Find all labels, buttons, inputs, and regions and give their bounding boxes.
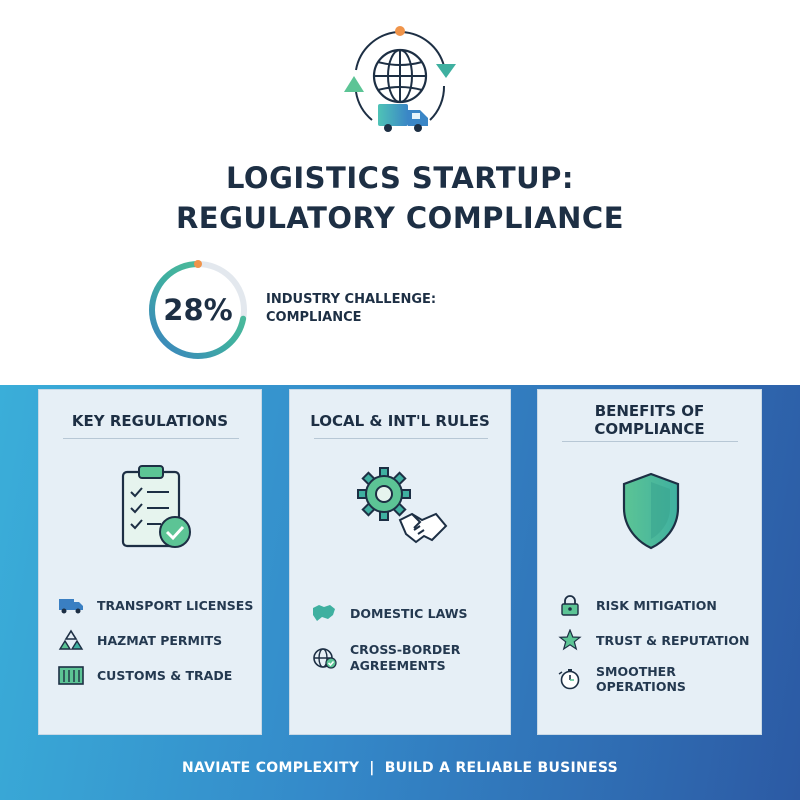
footer-separator: | — [369, 760, 375, 776]
list-item-risk: RISK MITIGATION — [556, 594, 717, 616]
list-item-operations: SMOOTHER OPERATIONS — [556, 664, 761, 694]
list-item-hazmat: HAZMAT PERMITS — [57, 629, 222, 651]
item-label: RISK MITIGATION — [596, 597, 717, 613]
card-divider — [63, 438, 239, 439]
globe-check-icon — [313, 648, 337, 669]
list-item-domestic: DOMESTIC LAWS — [310, 602, 468, 624]
item-label: TRANSPORT LICENSES — [97, 597, 254, 613]
title-line-2: REGULATORY COMPLIANCE — [175, 201, 625, 235]
card-benefits: BENEFITS OF COMPLIANCE RISK MITIGATION T… — [537, 389, 762, 735]
item-label-line-1: CROSS-BORDER — [350, 642, 461, 657]
header-section: LOGISTICS STARTUP: REGULATORY COMPLIANCE… — [0, 0, 800, 385]
item-label: HAZMAT PERMITS — [97, 632, 223, 648]
card-title-line-1: BENEFITS OF — [594, 402, 705, 420]
card-key-regulations: KEY REGULATIONS TRANSPORT LICENSES HAZMA… — [38, 389, 262, 735]
clipboard-check-icon — [121, 465, 191, 548]
footer-right: BUILD A RELIABLE BUSINESS — [384, 760, 619, 776]
stat-value: 28% — [163, 293, 233, 327]
list-item-trust: TRUST & REPUTATION — [556, 629, 749, 651]
stat-label: INDUSTRY CHALLENGE: COMPLIANCE — [266, 291, 506, 327]
hazmat-icon — [58, 629, 84, 650]
lock-icon — [561, 595, 579, 616]
card-title: BENEFITS OF COMPLIANCE — [538, 402, 761, 438]
shield-icon — [622, 472, 680, 550]
item-label: SMOOTHER OPERATIONS — [596, 664, 686, 694]
card-divider — [562, 441, 738, 442]
footer-left: NAVIATE COMPLEXITY — [181, 760, 360, 776]
list-item-customs: CUSTOMS & TRADE — [57, 664, 232, 686]
card-title: KEY REGULATIONS — [71, 412, 229, 430]
item-label: DOMESTIC LAWS — [350, 605, 468, 621]
card-title: LOCAL & INT'L RULES — [310, 412, 490, 430]
star-icon — [558, 629, 582, 651]
globe-logistics-icon — [344, 26, 456, 132]
list-item-transport: TRANSPORT LICENSES — [57, 594, 253, 616]
item-label: CROSS-BORDER AGREEMENTS — [350, 642, 460, 674]
container-icon — [58, 666, 84, 685]
item-label-line-2: AGREEMENTS — [350, 658, 446, 673]
item-label: CUSTOMS & TRADE — [97, 667, 233, 683]
card-title-line-2: COMPLIANCE — [594, 420, 705, 438]
stat-label-line-2: COMPLIANCE — [266, 310, 362, 325]
list-item-cross-border: CROSS-BORDER AGREEMENTS — [310, 642, 460, 674]
stopwatch-icon — [558, 669, 580, 690]
card-divider — [314, 438, 488, 439]
gear-handshake-icon — [357, 467, 448, 544]
footer-tagline: NAVIATE COMPLEXITY | BUILD A RELIABLE BUSI… — [0, 760, 800, 776]
truck-icon — [59, 599, 83, 614]
progress-ring — [149, 260, 247, 359]
stat-label-line-1: INDUSTRY CHALLENGE: — [266, 292, 437, 307]
page-title: LOGISTICS STARTUP: REGULATORY COMPLIANCE — [0, 158, 800, 238]
map-icon — [313, 605, 335, 621]
card-local-intl-rules: LOCAL & INT'L RULES DOMESTIC LAWS — [289, 389, 511, 735]
title-line-1: LOGISTICS STARTUP: — [225, 161, 575, 195]
item-label: TRUST & REPUTATION — [596, 632, 750, 648]
